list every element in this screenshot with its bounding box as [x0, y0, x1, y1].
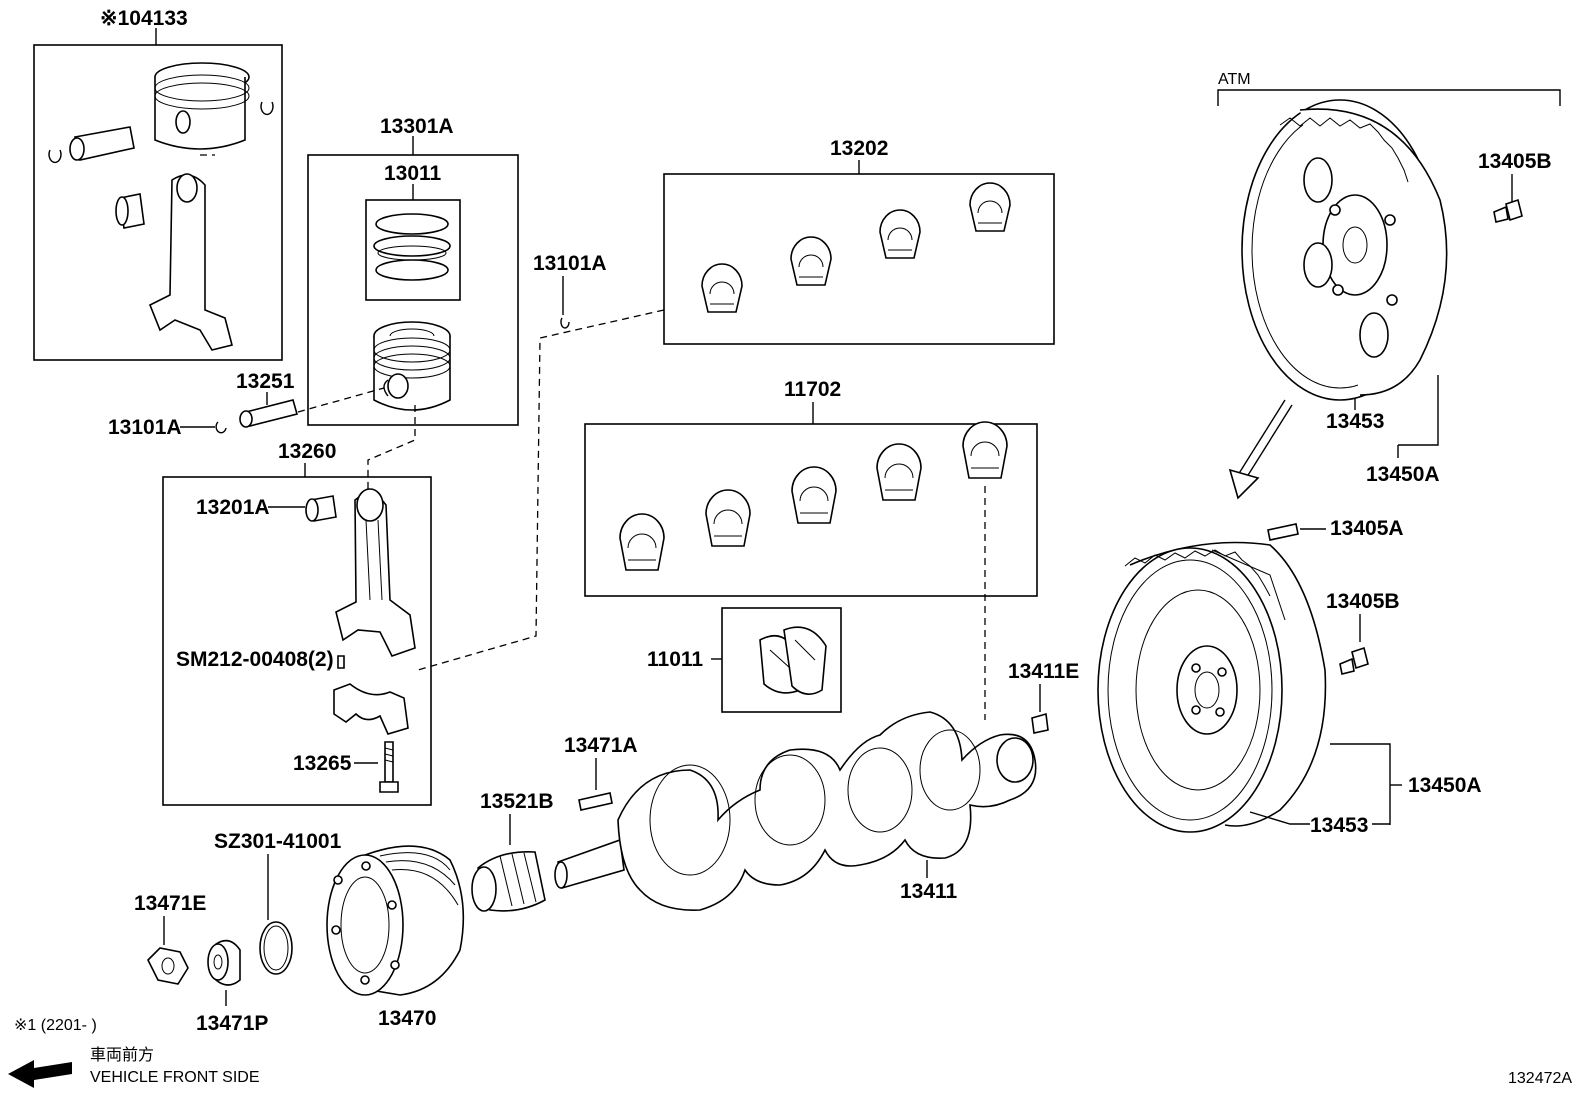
- label-13011: 13011: [384, 162, 442, 185]
- assembly-arrow: [1228, 399, 1293, 500]
- label-13101A-top: 13101A: [533, 252, 607, 275]
- main-bearings-drawing: [619, 421, 1008, 571]
- label-SM212: SM212-00408(2): [176, 648, 334, 671]
- conrod-bearings-drawing: [701, 182, 1011, 313]
- label-13470: 13470: [378, 1007, 436, 1030]
- label-11702: 11702: [784, 378, 841, 401]
- pin-sm212-drawing: [337, 655, 345, 669]
- o-ring-drawing: [259, 921, 293, 975]
- label-13202: 13202: [830, 137, 888, 160]
- label-13251: 13251: [236, 370, 295, 393]
- label-13453-top: 13453: [1326, 410, 1384, 433]
- diagram-id: 132472A: [1508, 1070, 1572, 1087]
- pulley-drawing: [326, 845, 465, 996]
- label-13453-bot: 13453: [1310, 814, 1368, 837]
- vehicle-front-arrow-icon: [8, 1060, 72, 1088]
- label-13471P: 13471P: [196, 1012, 268, 1035]
- label-13411: 13411: [900, 880, 958, 903]
- crankshaft-drawing: [554, 711, 1037, 911]
- footnote: ※1 (2201- ): [14, 1017, 97, 1034]
- drive-plate-top-drawing: [1241, 99, 1448, 401]
- key-13471A-drawing: [578, 792, 613, 811]
- label-SZ301: SZ301-41001: [214, 830, 342, 853]
- label-13471E: 13471E: [134, 892, 206, 915]
- clip-left-drawing: [215, 421, 227, 434]
- label-atm: ATM: [1218, 71, 1251, 88]
- label-13471A: 13471A: [564, 734, 638, 757]
- conrod-drawing: [333, 488, 416, 735]
- label-13260: 13260: [278, 440, 336, 463]
- label-13450A-top: 13450A: [1366, 463, 1440, 486]
- bolt-13405B-bot-drawing: [1339, 646, 1369, 675]
- conrod-bushing-drawing: [305, 495, 337, 522]
- washer-13471P-drawing: [207, 939, 241, 986]
- label-13265: 13265: [293, 752, 352, 775]
- label-13301A: 13301A: [380, 115, 454, 138]
- box-conrod-assy: [162, 476, 432, 806]
- label-13450A-bot: 13450A: [1408, 774, 1482, 797]
- piston-drawing: [373, 321, 451, 411]
- crank-gear-drawing: [471, 851, 546, 912]
- box-main-bearings: [584, 423, 1038, 597]
- piston-rings-drawing: [373, 213, 451, 281]
- label-13521B: 13521B: [480, 790, 554, 813]
- clip-top-drawing: [560, 317, 570, 329]
- bolt-13405B-top-drawing: [1493, 198, 1523, 223]
- label-13405B-bot: 13405B: [1326, 590, 1400, 613]
- box-thrust-washers: [721, 607, 842, 713]
- label-13201A: 13201A: [196, 496, 270, 519]
- vehicle-front-jp: 車両前方: [90, 1046, 154, 1064]
- vehicle-front-en: VEHICLE FRONT SIDE: [90, 1069, 260, 1086]
- label-11011: 11011: [647, 648, 703, 671]
- label-13101A-left: 13101A: [108, 416, 182, 439]
- box-piston-kit: [33, 44, 283, 361]
- pin-13405A-drawing: [1267, 523, 1299, 541]
- label-13405B-top: 13405B: [1478, 150, 1552, 173]
- label-13405A: 13405A: [1330, 517, 1404, 540]
- piston-kit-drawing: [48, 62, 274, 351]
- flywheel-bottom-drawing: [1097, 541, 1327, 833]
- conrod-bolt-drawing: [379, 741, 399, 793]
- thrust-washers-drawing: [759, 626, 827, 695]
- pin-13411E-drawing: [1031, 712, 1049, 734]
- label-13411E: 13411E: [1008, 660, 1079, 683]
- piston-pin-drawing: [239, 399, 298, 428]
- crank-nut-drawing: [147, 947, 189, 985]
- label-04133: ※104133: [100, 7, 188, 30]
